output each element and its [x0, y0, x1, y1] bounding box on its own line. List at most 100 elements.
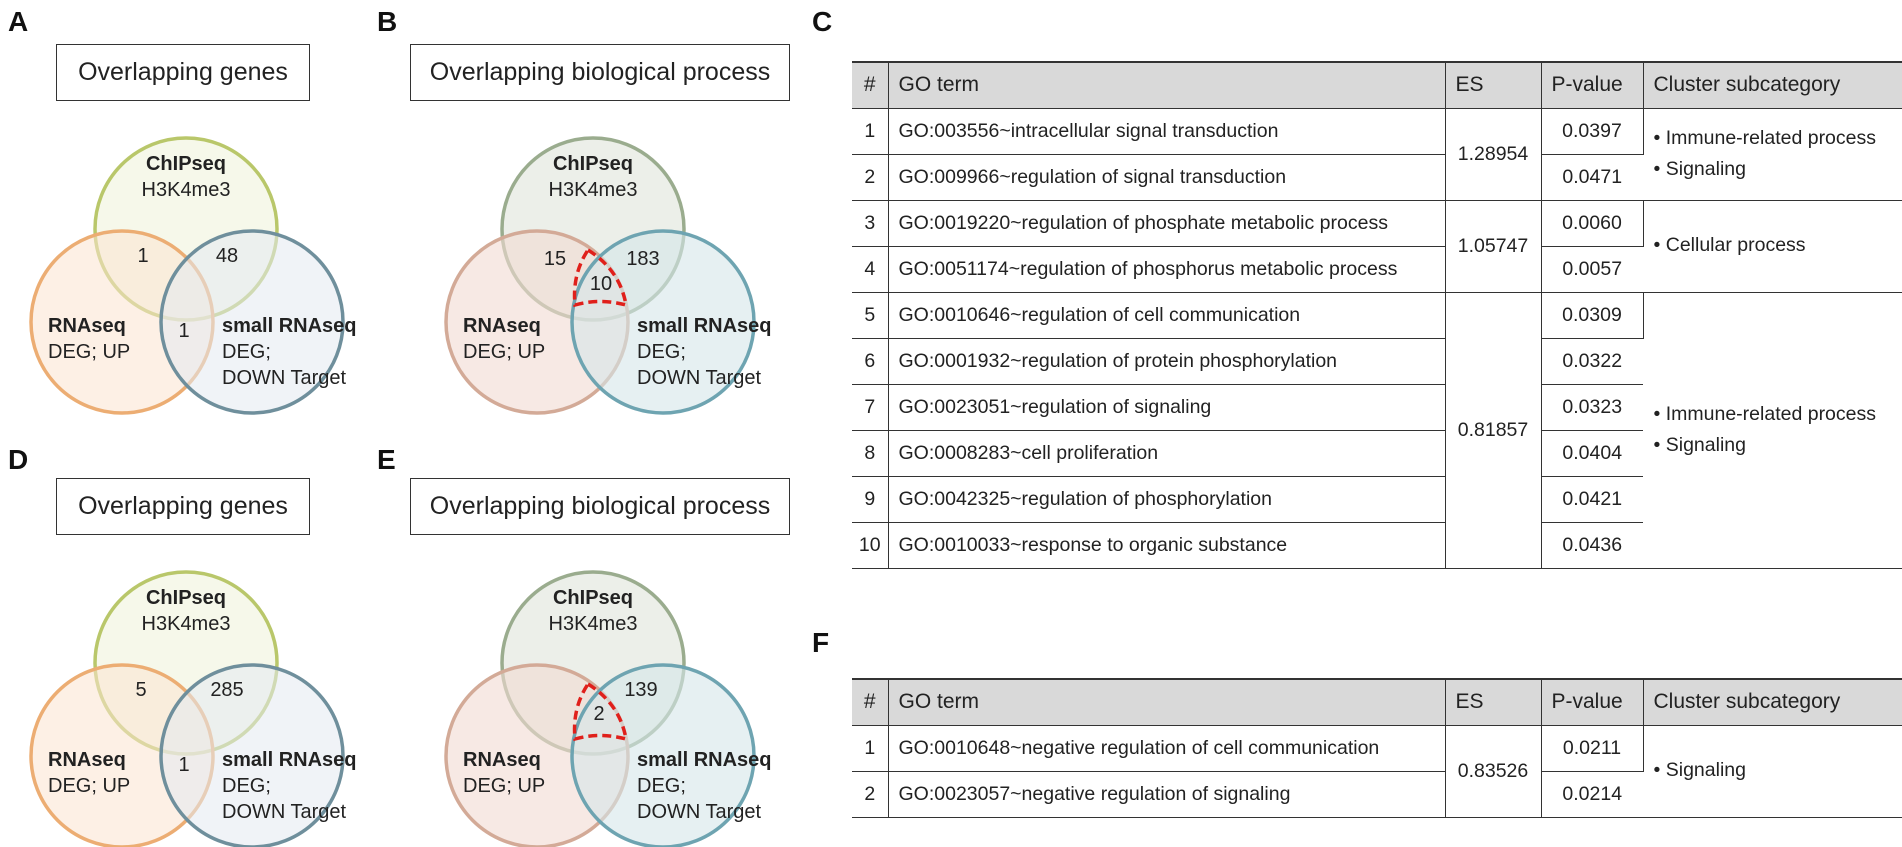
panel-letter-f: F: [812, 627, 830, 658]
venn-e-n-chip-small: 139: [624, 679, 657, 701]
go-table-f: # GO term ES P-value Cluster subcategory…: [852, 678, 1902, 818]
venn-a-n-rna-small: 1: [178, 320, 189, 342]
venn-b-small-sub2: DOWN Target: [637, 367, 762, 389]
subcategory-item: • Cellular process: [1653, 234, 1806, 257]
table-row: 6 GO:0001932~regulation of protein phosp…: [852, 338, 1902, 385]
row-num: 1: [852, 725, 889, 772]
venn-d-n-chip-rna: 5: [135, 679, 146, 701]
venn-e-small-label: small RNAseq: [637, 749, 772, 771]
row-num: 9: [852, 476, 889, 523]
venn-e-n-all: 2: [593, 703, 604, 725]
venn-d-rna-sub: DEG; UP: [48, 775, 130, 797]
venn-b-small-circle: [570, 229, 756, 415]
row-p-value: 0.0404: [1541, 430, 1643, 477]
row-p-value: 0.0397: [1541, 108, 1644, 155]
table-f-header-es: ES: [1445, 678, 1542, 726]
venn-b-rna-sub: DEG; UP: [463, 341, 545, 363]
row-p-value: 0.0421: [1541, 476, 1643, 523]
venn-a-rna-label: RNAseq: [48, 315, 126, 337]
row-p-value: 0.0323: [1541, 384, 1643, 431]
row-es: 0.81857: [1445, 292, 1542, 569]
venn-d-small-label: small RNAseq: [222, 749, 357, 771]
venn-e: ChIPseq H3K4me3 139 2 RNAseq DEG; UP sma…: [444, 570, 772, 847]
row-num: 4: [852, 246, 889, 293]
row-cluster-subcategory: • Immune-related process • Signaling: [1643, 292, 1902, 569]
row-p-value: 0.0057: [1541, 246, 1643, 293]
row-go-term: GO:0001932~regulation of protein phospho…: [888, 338, 1446, 385]
venn-e-highlight-region: [572, 681, 629, 742]
row-es: 0.83526: [1445, 725, 1542, 818]
venn-b-rna-label: RNAseq: [463, 315, 541, 337]
row-cluster-subcategory: • Cellular process: [1643, 200, 1902, 293]
venn-b-n-chip-rna: 15: [544, 248, 566, 270]
row-go-term: GO:0023057~negative regulation of signal…: [888, 771, 1446, 818]
venn-a-rna-sub: DEG; UP: [48, 341, 130, 363]
row-num: 10: [852, 522, 889, 569]
venn-d-small-sub2: DOWN Target: [222, 801, 347, 823]
row-num: 5: [852, 292, 889, 339]
venn-b-chip-label: ChIPseq: [553, 153, 633, 175]
row-go-term: GO:009966~regulation of signal transduct…: [888, 154, 1446, 201]
row-go-term: GO:0010646~regulation of cell communicat…: [888, 292, 1446, 339]
row-num: 1: [852, 108, 889, 155]
venn-a-small-sub2: DOWN Target: [222, 367, 347, 389]
subcategory-item: • Signaling: [1653, 759, 1746, 782]
venn-d-chip-sub: H3K4me3: [142, 613, 231, 635]
venn-d-n-chip-small: 285: [210, 679, 243, 701]
row-cluster-subcategory: • Signaling: [1643, 725, 1902, 818]
table-c-header-term: GO term: [888, 61, 1446, 109]
table-row: 5 GO:0010646~regulation of cell communic…: [852, 292, 1902, 569]
row-go-term: GO:0010033~response to organic substance: [888, 522, 1446, 569]
table-row: 1 GO:0010648~negative regulation of cell…: [852, 725, 1902, 818]
venn-a-chip-sub: H3K4me3: [142, 179, 231, 201]
venn-a-small-circle: [159, 229, 345, 415]
row-p-value: 0.0436: [1541, 522, 1643, 569]
row-go-term: GO:003556~intracellular signal transduct…: [888, 108, 1446, 155]
subcategory-item: • Immune-related process: [1653, 402, 1877, 425]
table-row: 3 GO:0019220~regulation of phosphate met…: [852, 200, 1902, 293]
go-table-c: # GO term ES P-value Cluster subcategory…: [852, 61, 1902, 569]
table-row: 8 GO:0008283~cell proliferation 0.0404: [852, 430, 1902, 477]
venn-e-small-sub2: DOWN Target: [637, 801, 762, 823]
venn-a: ChIPseq H3K4me3 1 48 1 RNAseq DEG; UP sm…: [29, 136, 357, 415]
venn-a-small-label: small RNAseq: [222, 315, 357, 337]
venn-d-title: Overlapping genes: [56, 478, 310, 535]
venn-d-chip-label: ChIPseq: [146, 587, 226, 609]
table-row: 9 GO:0042325~regulation of phosphorylati…: [852, 476, 1902, 523]
panel-letter-e: E: [377, 444, 396, 475]
venn-a-n-chip-small: 48: [216, 245, 238, 267]
row-num: 8: [852, 430, 889, 477]
table-c-header-p: P-value: [1541, 61, 1644, 109]
row-cluster-subcategory: • Immune-related process • Signaling: [1643, 108, 1902, 201]
table-row: 1 GO:003556~intracellular signal transdu…: [852, 108, 1902, 201]
table-c-header-es: ES: [1445, 61, 1542, 109]
panel-letter-c: C: [812, 6, 833, 37]
venn-e-small-circle: [570, 663, 756, 847]
row-p-value: 0.0060: [1541, 200, 1644, 247]
row-go-term: GO:0010648~negative regulation of cell c…: [888, 725, 1446, 772]
row-p-value: 0.0471: [1541, 154, 1643, 201]
table-row: 2 GO:009966~regulation of signal transdu…: [852, 154, 1902, 201]
table-c-header-num: #: [852, 61, 889, 109]
table-c-header-cat: Cluster subcategory: [1643, 61, 1902, 109]
row-num: 7: [852, 384, 889, 431]
venn-a-small-sub1: DEG;: [222, 341, 271, 363]
table-f-header-row: # GO term ES P-value Cluster subcategory: [852, 678, 1902, 726]
venn-b-chip-sub: H3K4me3: [549, 179, 638, 201]
venn-e-rna-label: RNAseq: [463, 749, 541, 771]
row-num: 2: [852, 154, 889, 201]
row-go-term: GO:0019220~regulation of phosphate metab…: [888, 200, 1446, 247]
venn-d-rna-label: RNAseq: [48, 749, 126, 771]
venn-d-n-rna-small: 1: [178, 754, 189, 776]
row-p-value: 0.0211: [1541, 725, 1644, 772]
table-f-header-p: P-value: [1541, 678, 1644, 726]
row-p-value: 0.0214: [1541, 771, 1643, 818]
venn-a-title: Overlapping genes: [56, 44, 310, 101]
venn-b-small-sub1: DEG;: [637, 341, 686, 363]
panel-letter-b: B: [377, 6, 398, 37]
table-f-header-cat: Cluster subcategory: [1643, 678, 1902, 726]
table-row: 2 GO:0023057~negative regulation of sign…: [852, 771, 1902, 818]
row-es: 1.05747: [1445, 200, 1542, 293]
venn-d-small-sub1: DEG;: [222, 775, 271, 797]
